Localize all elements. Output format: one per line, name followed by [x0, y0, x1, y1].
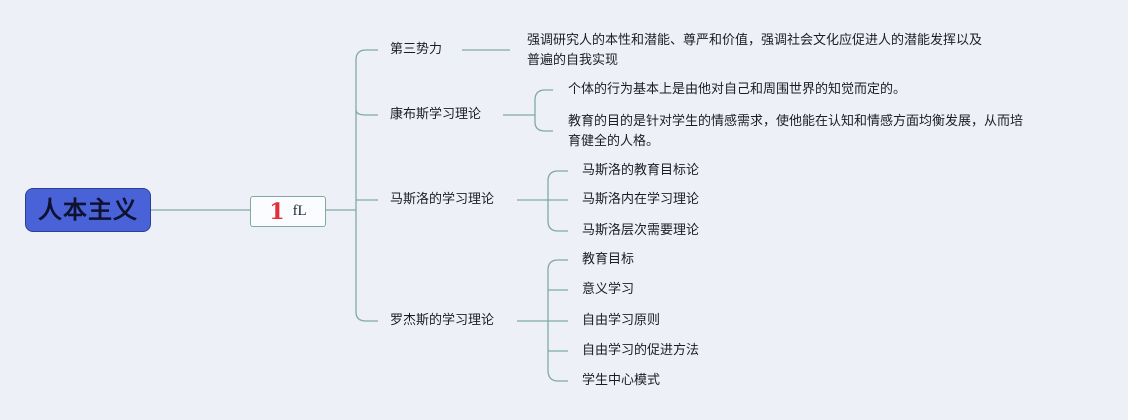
- leaf-maslow-2[interactable]: 马斯洛层次需要理论: [582, 223, 700, 238]
- connector-branch-0: [355, 49, 378, 61]
- root-topic[interactable]: 人本主义: [25, 188, 151, 232]
- connector-branch-3: [355, 311, 378, 322]
- connector-b1-c0: [534, 89, 553, 101]
- connector-b3-c0: [547, 259, 568, 271]
- leaf-rogers-4[interactable]: 学生中心模式: [582, 373, 661, 388]
- hub-node[interactable]: 1 fL: [250, 196, 326, 227]
- leaf-rogers-3[interactable]: 自由学习的促进方法: [582, 343, 700, 358]
- leaf-maslow-0[interactable]: 马斯洛的教育目标论: [582, 163, 700, 178]
- leaf-third-force-desc[interactable]: 强调研究人的本性和潜能、尊严和价值，强调社会文化应促进人的潜能发挥以及 普遍的自…: [527, 31, 982, 71]
- connector-b1-c1: [534, 100, 553, 132]
- leaf-combs-perception[interactable]: 个体的行为基本上是由他对自己和周围世界的知觉而定的。: [568, 82, 907, 97]
- branch-topic-maslow[interactable]: 马斯洛的学习理论: [390, 192, 495, 207]
- leaf-line: 教育的目的是针对学生的情感需求，使他能在认知和情感方面均衡发展，从而培: [568, 114, 1024, 129]
- connector-branch-1: [355, 109, 378, 116]
- leaf-rogers-0[interactable]: 教育目标: [582, 252, 635, 267]
- branch-topic-combs[interactable]: 康布斯学习理论: [390, 107, 482, 122]
- branch-topic-rogers[interactable]: 罗杰斯的学习理论: [390, 313, 495, 328]
- leaf-rogers-2[interactable]: 自由学习原则: [582, 313, 661, 328]
- leaf-combs-education-goal[interactable]: 教育的目的是针对学生的情感需求，使他能在认知和情感方面均衡发展，从而培 育健全的…: [568, 112, 1023, 152]
- branch-topic-third-force[interactable]: 第三势力: [390, 42, 443, 57]
- connector-b3-c4: [547, 369, 568, 382]
- number-one-mark: 1: [269, 198, 285, 225]
- connector-b2-c2: [547, 220, 568, 232]
- hub-label: fL: [292, 203, 307, 219]
- leaf-line: 普遍的自我实现: [527, 53, 619, 68]
- connector-b2-c0: [547, 170, 568, 182]
- leaf-line: 强调研究人的本性和潜能、尊严和价值，强调社会文化应促进人的潜能发挥以及: [527, 33, 983, 48]
- leaf-maslow-1[interactable]: 马斯洛内在学习理论: [582, 192, 700, 207]
- leaf-line: 育健全的人格。: [568, 134, 660, 149]
- leaf-rogers-1[interactable]: 意义学习: [582, 282, 635, 297]
